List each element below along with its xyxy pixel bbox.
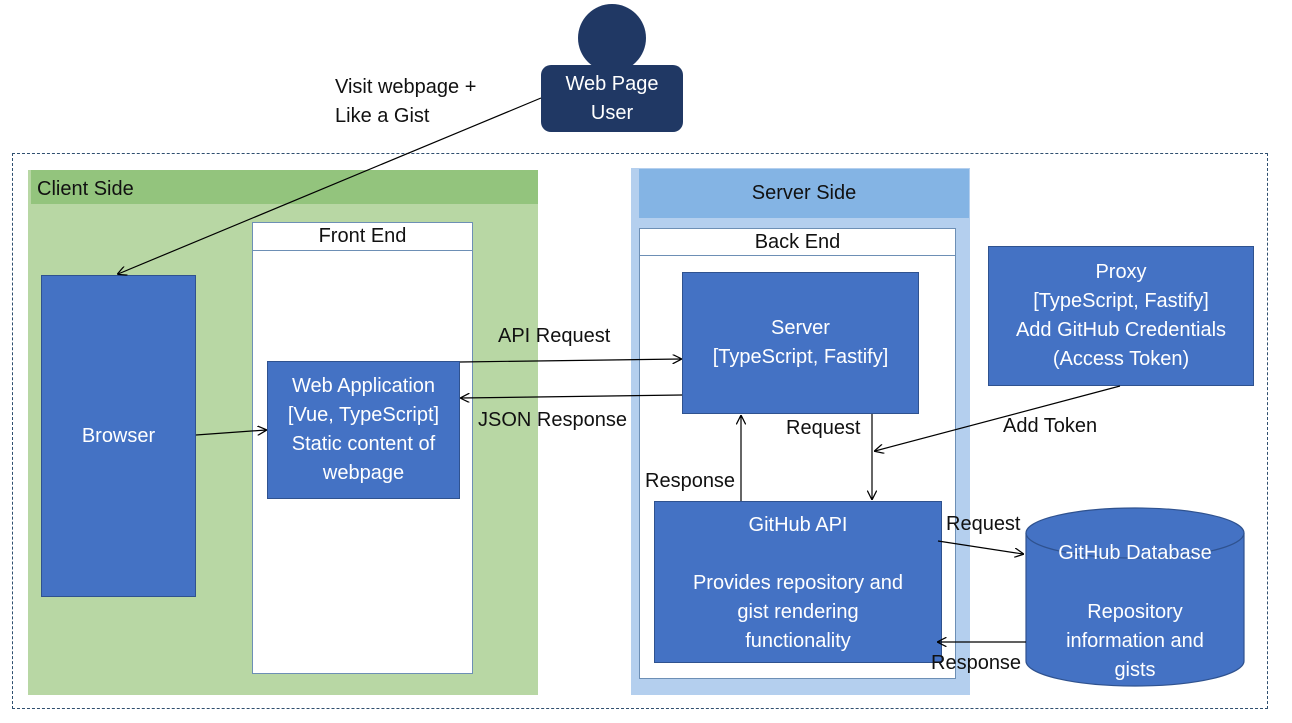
user-label-box: Web Page User [541,65,683,132]
browser-box: Browser [41,275,196,597]
server-request-label: Request [786,417,861,439]
github-api-line1: Provides repository and [692,572,904,594]
github-api-line2: gist rendering [737,601,859,623]
database-line2: information and [1066,630,1204,652]
server-side-header: Server Side [639,169,969,218]
arrow-db-request [937,540,1023,554]
user-label-line2: User [590,101,634,124]
back-end-title: Back End [639,228,956,256]
api-response-label: Response [645,470,736,492]
front-end-title: Front End [252,222,473,251]
proxy-line3: Add GitHub Credentials [1015,319,1227,341]
visit-webpage-label: Visit webpage + Like a Gist [335,76,477,127]
arrow-browser-to-webapp [195,430,266,436]
github-database-icon [1025,507,1245,687]
db-request-label: Request [946,513,1021,535]
arrow-user-to-browser [118,97,542,274]
proxy-line4: (Access Token) [1052,348,1190,370]
system-boundary [12,153,1268,709]
user-head-icon [578,4,646,72]
arrow-json-response [461,395,683,398]
db-response-label: Response [931,652,1022,674]
database-line1: Repository [1087,601,1183,623]
add-token-label: Add Token [1003,415,1098,437]
client-side-title: Client Side [37,178,134,200]
api-request-label: API Request [498,325,611,347]
proxy-line2: [TypeScript, Fastify] [1033,290,1209,312]
web-application-box: Web Application [Vue, TypeScript] Static… [267,361,460,499]
web-app-line2: [Vue, TypeScript] [287,404,440,426]
user-label-line1: Web Page [565,72,659,95]
server-box: Server [TypeScript, Fastify] [682,272,919,414]
web-app-line1: Web Application [291,375,436,397]
server-line1: Server [771,317,830,339]
arrow-add-token [875,385,1121,451]
github-database-title: GitHub Database [1058,542,1212,564]
web-app-line3: Static content of [291,433,436,455]
web-app-line4: webpage [322,462,405,484]
github-database-text: GitHub Database Repository information a… [1026,539,1244,685]
github-api-line3: functionality [745,630,851,652]
github-api-box: GitHub API Provides repository and gist … [654,501,942,663]
json-response-label: JSON Response [478,409,627,431]
server-line2: [TypeScript, Fastify] [712,346,889,368]
arrow-api-request [459,359,681,362]
database-line3: gists [1114,659,1156,681]
github-api-title: GitHub API [748,514,848,536]
client-side-header: Client Side [31,170,538,204]
proxy-line1: Proxy [1095,261,1147,283]
browser-label: Browser [81,424,156,447]
proxy-box: Proxy [TypeScript, Fastify] Add GitHub C… [988,246,1254,386]
